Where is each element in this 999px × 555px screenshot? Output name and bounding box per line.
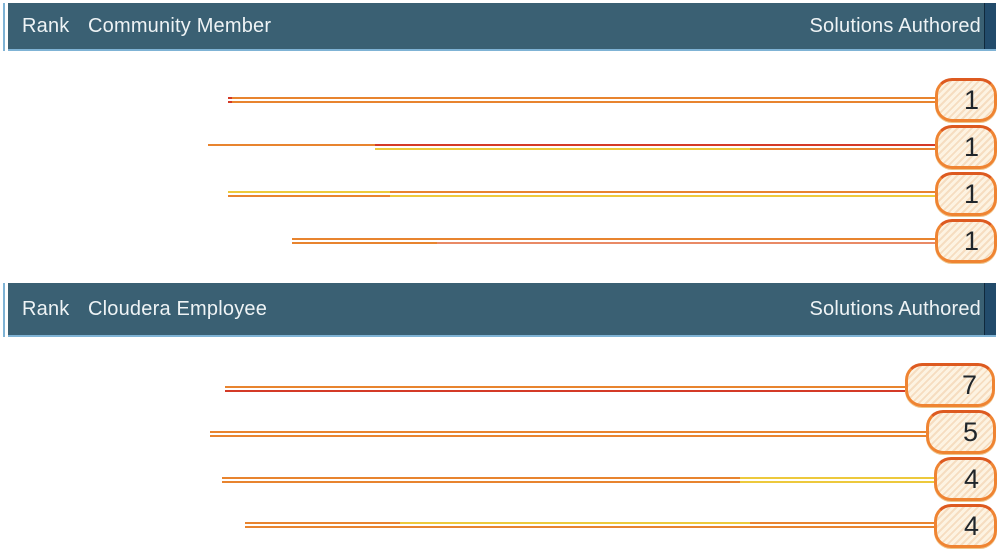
solution-bar-tail	[292, 238, 935, 244]
bar-bottom-line	[222, 481, 934, 483]
bar-bottom-line	[228, 195, 935, 197]
solutions-count: 5	[962, 416, 978, 447]
rank-column-header: Rank	[22, 297, 70, 320]
bar-top-line	[292, 238, 935, 240]
solutions-authored-column-header: Solutions Authored	[809, 14, 981, 37]
solution-bar-tail	[208, 144, 935, 150]
solution-bar-tail	[225, 386, 905, 392]
solution-bar-tail	[228, 97, 935, 103]
solutions-count-badge[interactable]: 1	[935, 125, 997, 169]
rank-column-header: Rank	[22, 14, 70, 37]
bar-bottom-line	[245, 526, 934, 528]
solutions-count-badge[interactable]: 5	[926, 410, 996, 454]
solution-bar-tail	[222, 477, 934, 483]
community-member-table-header: Rank Community Member Solutions Authored	[8, 3, 996, 51]
solutions-count: 4	[963, 510, 979, 541]
bar-top-line	[228, 97, 935, 99]
solutions-count-badge[interactable]: 4	[934, 504, 997, 548]
solutions-count: 1	[963, 225, 979, 256]
solutions-count-badge[interactable]: 1	[935, 78, 997, 122]
header-right-band	[984, 283, 996, 335]
solutions-count: 1	[963, 178, 979, 209]
bar-bottom-line	[228, 101, 935, 103]
bar-bottom-line	[210, 435, 926, 437]
cloudera-employee-table-header: Rank Cloudera Employee Solutions Authore…	[8, 283, 996, 337]
solutions-authored-column-header: Solutions Authored	[809, 297, 981, 320]
solution-bar-tail	[245, 522, 934, 528]
table-left-border	[3, 3, 5, 51]
bar-top-line	[210, 431, 926, 433]
solutions-count-badge[interactable]: 4	[934, 457, 997, 501]
solution-bar-tail	[210, 431, 926, 437]
bar-top-line	[245, 522, 934, 524]
solutions-count-badge[interactable]: 7	[905, 363, 995, 407]
solutions-count-badge[interactable]: 1	[935, 172, 997, 216]
solutions-count: 1	[963, 84, 979, 115]
bar-bottom-line	[225, 390, 905, 392]
bar-top-line	[228, 191, 935, 193]
bar-bottom-line	[208, 148, 935, 150]
solution-bar-tail	[228, 191, 935, 197]
table-left-border	[3, 283, 5, 337]
cloudera-employee-column-header: Cloudera Employee	[88, 297, 268, 320]
community-member-column-header: Community Member	[88, 14, 272, 37]
bar-top-line	[225, 386, 905, 388]
bar-top-line	[208, 144, 935, 146]
solutions-count-badge[interactable]: 1	[935, 219, 997, 263]
bar-top-line	[222, 477, 934, 479]
solutions-count: 4	[963, 463, 979, 494]
solutions-count: 7	[961, 369, 977, 400]
solutions-count: 1	[963, 131, 979, 162]
header-right-band	[984, 3, 996, 49]
bar-bottom-line	[292, 242, 935, 244]
